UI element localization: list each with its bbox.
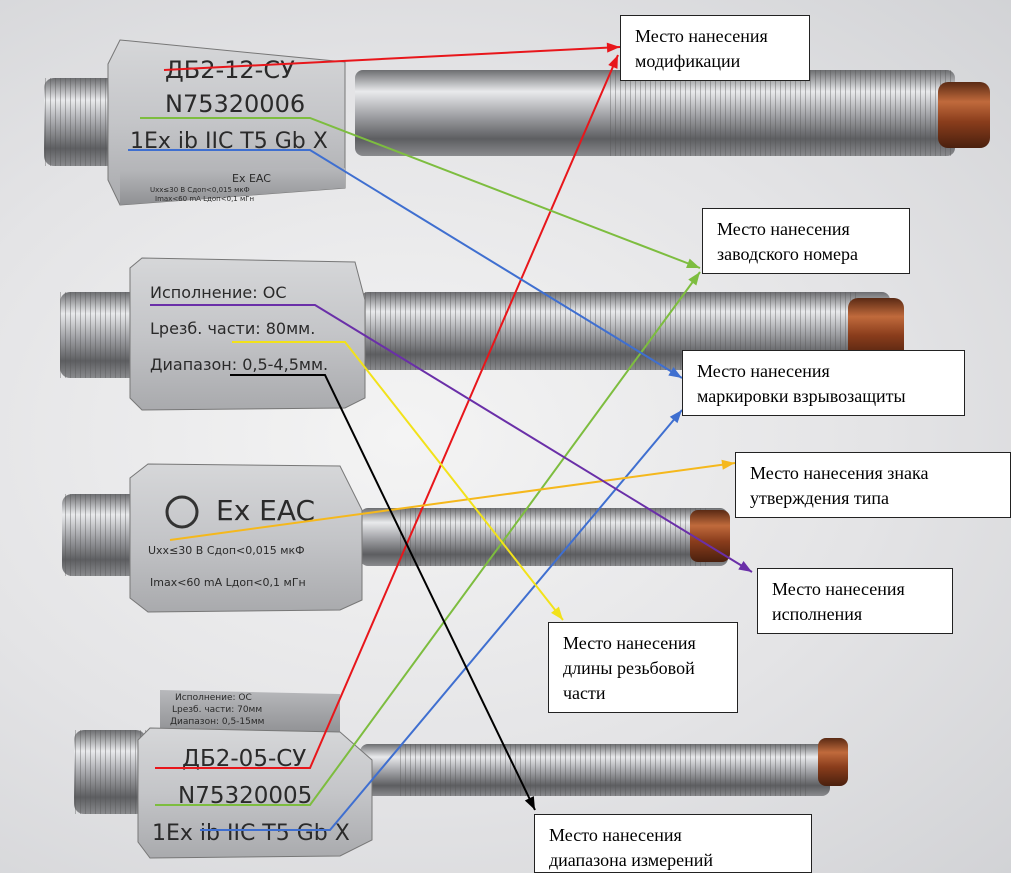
arrowhead-icon <box>669 410 682 424</box>
s4-connector-thread <box>74 730 146 814</box>
leader-line-ex_marking <box>128 149 683 379</box>
arrowhead-icon <box>668 366 682 378</box>
s1-tip <box>938 82 990 148</box>
leader-line-version <box>150 304 753 573</box>
callout-thread-length: Место нанесения длины резьбовой части <box>548 622 738 713</box>
s1-serial: N75320006 <box>165 90 305 118</box>
callout-approval-line1: Место нанесения знака <box>750 463 929 483</box>
s2-version: Исполнение: ОС <box>150 283 287 302</box>
s4-tip <box>818 738 848 786</box>
arrowhead-icon <box>551 606 563 620</box>
s3-text-1: Uxx≤30 В Cдоп<0,015 мкФ <box>148 544 305 557</box>
leader-line-modification <box>155 54 619 769</box>
callout-thread-length-line2: длины резьбовой <box>563 658 695 678</box>
callout-range: Место нанесения диапазона измерений <box>534 814 812 873</box>
leader-lines <box>128 42 753 831</box>
callout-serial: Место нанесения заводского номера <box>702 208 910 274</box>
s4-rod-thread <box>400 744 810 796</box>
s3-text-2: Imax<60 mA Lдоп<0,1 мГн <box>150 576 306 589</box>
sensor-1: ДБ2-12-СУ N75320006 1Ex ib IIC T5 Gb X E… <box>44 39 990 206</box>
arrowhead-icon <box>686 258 700 268</box>
s2-thread-length: Lрезб. части: 80мм. <box>150 319 315 338</box>
leader-line-thread_length <box>232 341 564 621</box>
arrowhead-icon <box>606 42 620 53</box>
callout-version-line2: исполнения <box>772 604 863 624</box>
s3-tip <box>690 510 730 562</box>
callout-modification: Место нанесения модификации <box>620 15 810 81</box>
s4-top-text-1: Исполнение: ОС <box>175 693 252 703</box>
s2-housing <box>129 257 366 411</box>
s2-tip <box>848 298 904 360</box>
leader-line-modification <box>163 46 621 71</box>
arrowhead-icon <box>524 796 535 810</box>
s4-top-face <box>160 690 340 735</box>
leader-line-approval <box>169 462 736 541</box>
callout-thread-length-line1: Место нанесения <box>563 633 696 653</box>
arrowhead-icon <box>721 459 735 470</box>
s1-model: ДБ2-12-СУ <box>165 56 295 84</box>
s2-range: Диапазон: 0,5-4,5мм. <box>150 355 328 374</box>
callout-version: Место нанесения исполнения <box>757 568 953 634</box>
callout-serial-line1: Место нанесения <box>717 219 850 239</box>
approval-mark-icon <box>165 495 199 529</box>
s4-ex-marking: 1Ex ib IIC T5 Gb X <box>152 821 350 846</box>
callout-ex-marking-line1: Место нанесения <box>697 361 830 381</box>
s1-side-text-2: Imax<60 mA Lдоп<0,1 мГн <box>155 195 254 203</box>
sensor-2: Исполнение: ОС Lрезб. части: 80мм. Диапа… <box>60 257 904 411</box>
leader-line-ex_marking <box>200 409 683 831</box>
arrowhead-icon <box>688 272 700 286</box>
callout-range-line2: диапазона измерений <box>549 850 714 870</box>
s4-top-text-2: Lрезб. части: 70мм <box>172 705 262 715</box>
sensor-3: Ex EAC Uxx≤30 В Cдоп<0,015 мкФ Imax<60 m… <box>62 463 730 613</box>
s1-rod-thread <box>610 70 955 156</box>
leader-line-serial <box>140 117 701 269</box>
s1-side-face <box>120 168 345 205</box>
arrowhead-icon <box>608 55 618 69</box>
callout-ex-marking-line2: маркировки взрывозащиты <box>697 386 906 406</box>
callout-ex-marking: Место нанесения маркировки взрывозащиты <box>682 350 965 416</box>
callout-thread-length-line3: части <box>563 683 606 703</box>
callout-modification-line2: модификации <box>635 51 741 71</box>
s3-housing <box>129 463 363 613</box>
callout-modification-line1: Место нанесения <box>635 26 768 46</box>
callout-version-line1: Место нанесения <box>772 579 905 599</box>
s3-rod-thread <box>400 508 710 566</box>
leader-line-serial <box>155 271 701 806</box>
s4-top-text-3: Диапазон: 0,5-15мм <box>170 717 264 727</box>
callout-approval-line2: утверждения типа <box>750 488 889 508</box>
sensor-4: Исполнение: ОС Lрезб. части: 70мм Диапаз… <box>74 690 848 859</box>
callout-serial-line2: заводского номера <box>717 244 859 264</box>
leader-line-range <box>230 374 536 811</box>
s1-logo: Ex EAC <box>232 172 271 185</box>
arrowhead-icon <box>738 560 752 572</box>
callout-approval: Место нанесения знака утверждения типа <box>735 452 1011 518</box>
s1-side-text-1: Uxx≤30 В Cдоп<0,015 мкФ <box>150 186 250 194</box>
callout-range-line1: Место нанесения <box>549 825 682 845</box>
